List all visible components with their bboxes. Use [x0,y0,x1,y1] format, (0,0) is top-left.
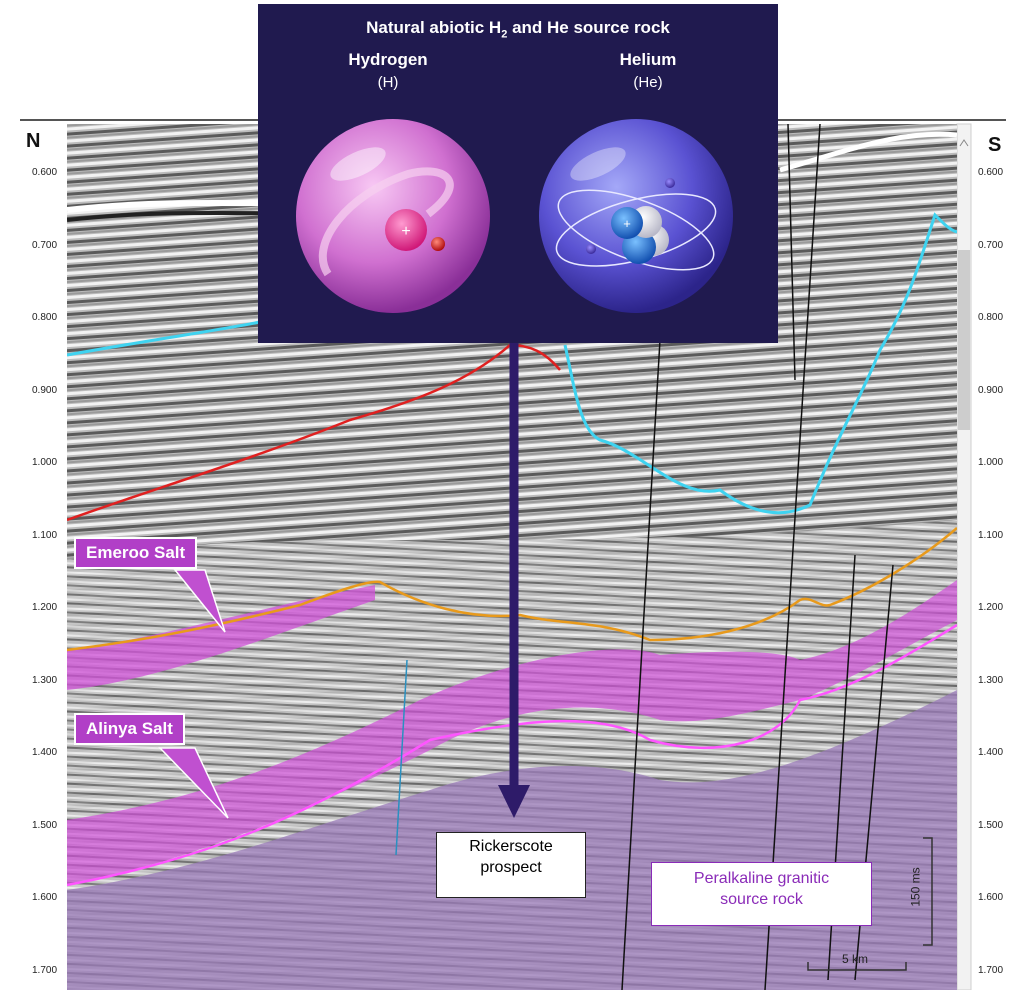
alinya-salt-callout: Alinya Salt [74,713,185,745]
emeroo-salt-callout: Emeroo Salt [74,537,198,569]
depth-tick-label: 1.100 [32,529,58,541]
source-label-line1: Peralkaline granitic [693,870,830,887]
depth-tick-label: 1.400 [32,747,58,758]
depth-tick-label: 0.800 [978,312,1004,323]
north-label: N [26,130,41,152]
helium-symbol: (He) [633,74,663,91]
depth-tick-label: 0.900 [978,384,1004,396]
scroll-up-icon[interactable] [959,139,969,147]
depth-tick-label: 0.700 [32,239,58,251]
depth-tick-label: 0.600 [978,167,1004,178]
svg-text:+: + [623,216,631,231]
depth-tick-label: 1.300 [978,674,1004,686]
depth-tick-label: 1.700 [32,964,58,976]
svg-text:+: + [401,223,410,240]
emeroo-salt-layer [67,585,375,690]
depth-tick-label: 1.600 [32,892,58,903]
south-label: S [988,134,1002,156]
helium-atom-icon: + [539,119,733,313]
depth-tick-label: 1.000 [32,457,58,468]
helium-column: Helium (He) [548,50,748,91]
emeroo-callout-pointer [173,569,226,633]
orange-horizon [67,527,957,652]
depth-tick-label: 1.400 [978,747,1004,758]
hydrogen-symbol: (H) [377,74,399,91]
depth-tick-label: 1.500 [978,819,1004,831]
left-axis-panel [20,124,67,990]
source-rock-panel: Natural abiotic H2 and He source rock Hy… [258,4,778,343]
source-label-line2: source rock [720,890,803,908]
depth-tick-label: 0.800 [32,312,58,323]
magenta-horizon [67,623,957,887]
depth-tick-label: 1.700 [978,964,1004,976]
depth-tick-label: 1.000 [978,457,1004,468]
horizontal-scale-bar [807,962,907,971]
atom-illustrations: + + [296,119,733,313]
depth-tick-label: 1.200 [978,602,1004,613]
source-rock-box: Peralkaline granitic source rock [651,862,872,926]
hydrogen-label: Hydrogen [348,50,428,69]
rickerscote-prospect-box: Rickerscote prospect [436,832,586,898]
prospect-label-line2: prospect [480,858,542,876]
depth-tick-label: 1.100 [978,529,1004,541]
depth-tick-label: 1.200 [32,602,58,613]
depth-tick-label: 1.500 [32,819,58,831]
fault-line [787,124,796,381]
alinya-salt-layer [67,580,957,885]
depth-tick-label: 1.300 [32,674,58,686]
depth-tick-label: 0.700 [978,239,1004,251]
migration-arrow-head [498,785,530,818]
helium-label: Helium [619,50,677,69]
prospect-label-line1: Rickerscote [469,838,553,855]
depth-tick-label: 0.600 [32,167,58,178]
alinya-callout-pointer [158,747,229,819]
fault-line [764,124,821,990]
strong-reflector [779,131,957,173]
blue-fault-line [395,659,408,856]
scrollbar-thumb[interactable] [958,250,970,430]
vertical-scale-label: 150 ms [908,867,923,907]
panel-title: Natural abiotic H2 and He source rock [366,18,670,41]
hydrogen-atom-icon: + [296,119,490,313]
horizontal-scale-label: 5 km [842,952,869,966]
vertical-scale-bar [923,837,933,946]
cyan-horizon [67,212,957,515]
red-horizon [67,343,561,522]
hydrogen-column: Hydrogen (H) [288,50,488,91]
depth-tick-label: 0.900 [32,384,58,396]
fault-line [621,339,661,990]
depth-tick-label: 1.600 [978,892,1004,903]
